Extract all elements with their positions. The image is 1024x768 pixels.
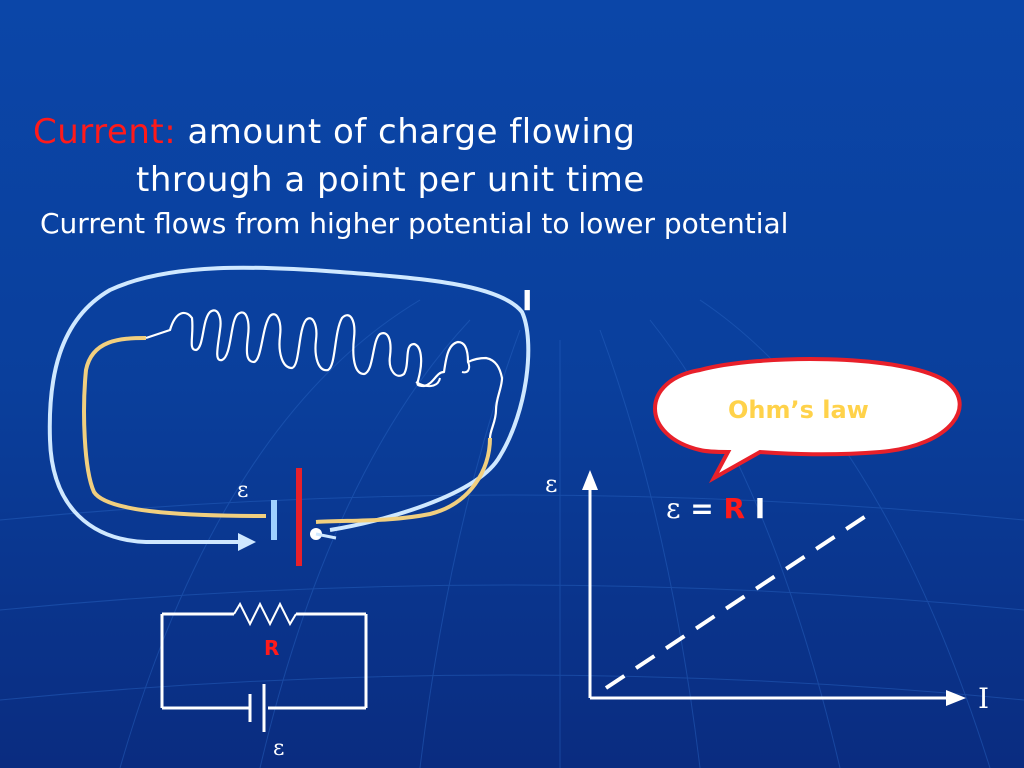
wire-left — [82, 336, 267, 518]
ohms-law-formula: ε = R I — [666, 492, 765, 525]
title-keyword: Current: — [33, 112, 177, 152]
schematic-resistor-label: R — [264, 636, 280, 660]
wire-right — [315, 437, 492, 524]
current-loop-path — [47, 265, 531, 544]
callout-bubble — [653, 357, 962, 484]
callout-text: Ohm’s law — [728, 396, 869, 424]
x-axis-arrowhead — [946, 690, 966, 706]
graph-x-axis-label: I — [978, 682, 990, 715]
graph-y-axis-label: ε — [545, 470, 558, 498]
battery-terminal-lead — [315, 532, 337, 540]
current-loop-arrowhead — [238, 533, 256, 551]
graph-axes — [588, 484, 952, 700]
subtitle: Current flows from higher potential to l… — [40, 207, 789, 240]
y-axis-arrowhead — [582, 470, 598, 490]
ohms-law-line — [604, 510, 874, 690]
formula-emf: ε — [666, 492, 681, 525]
formula-current: I — [754, 492, 766, 525]
formula-resistance: R — [723, 492, 746, 525]
resistor-squiggle — [145, 309, 504, 439]
schematic-emf-label: ε — [273, 736, 285, 761]
title-line-2: through a point per unit time — [136, 160, 645, 200]
current-label: I — [522, 284, 533, 317]
title-line-1: Current: amount of charge flowing — [33, 112, 635, 152]
battery-emf-label: ε — [237, 478, 249, 503]
title-definition-part1: amount of charge flowing — [187, 112, 636, 152]
resistor-squiggle-tail — [415, 361, 471, 388]
formula-equals: = — [690, 492, 714, 525]
schematic-circuit — [160, 601, 368, 732]
